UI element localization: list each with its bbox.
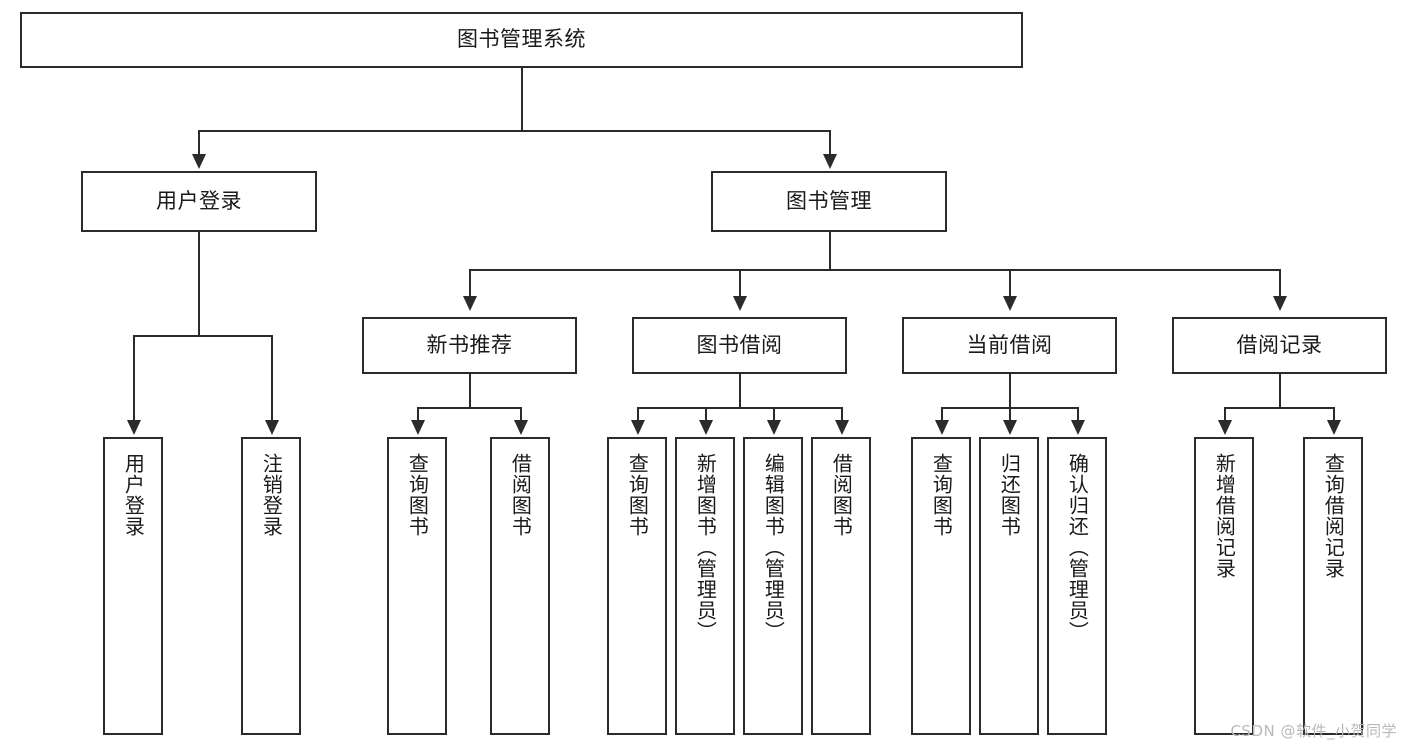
connector-level3-drop-3 — [1009, 269, 1011, 297]
node-label: 用户登录 — [156, 188, 242, 213]
node-label: 新书推荐 — [426, 332, 513, 357]
node-book-management[interactable]: 图书管理 — [711, 171, 947, 232]
leaf-borrow-book-recommend[interactable]: 借阅图书 — [490, 437, 550, 735]
csdn-watermark: CSDN @软件_小贺同学 — [1230, 722, 1397, 740]
node-label: 用户登录 — [121, 453, 146, 537]
connector-current-borrow-stem — [1009, 374, 1011, 408]
arrow-to-leaf-confirm-return — [1071, 420, 1085, 435]
node-label: 确认归还（管理员） — [1065, 453, 1090, 642]
leaf-borrow-book[interactable]: 借阅图书 — [811, 437, 871, 735]
node-label: 借阅记录 — [1236, 332, 1323, 357]
connector-borrow-record-bar — [1224, 407, 1335, 409]
arrow-to-leaf-borrow-book-1 — [514, 420, 528, 435]
connector-user-login-drop-1 — [133, 335, 135, 421]
node-label: 查询图书 — [929, 453, 954, 537]
arrow-to-current-borrow — [1003, 296, 1017, 311]
connector-current-borrow-drop-2 — [1009, 407, 1011, 422]
leaf-user-login[interactable]: 用户登录 — [103, 437, 163, 735]
arrow-to-leaf-query-book-1 — [411, 420, 425, 435]
connector-current-borrow-drop-1 — [941, 407, 943, 422]
node-label: 新增借阅记录 — [1212, 453, 1237, 579]
leaf-query-borrow-record[interactable]: 查询借阅记录 — [1303, 437, 1363, 735]
node-label: 查询图书 — [625, 453, 650, 537]
connector-level3-drop-4 — [1279, 269, 1281, 297]
node-label: 查询借阅记录 — [1321, 453, 1346, 579]
connector-book-borrow-stem — [739, 374, 741, 408]
leaf-add-borrow-record[interactable]: 新增借阅记录 — [1194, 437, 1254, 735]
node-new-book-recommend[interactable]: 新书推荐 — [362, 317, 577, 374]
connector-new-book-drop-2 — [520, 407, 522, 422]
node-label: 借阅图书 — [508, 453, 533, 537]
node-book-borrow[interactable]: 图书借阅 — [632, 317, 847, 374]
node-label: 图书管理 — [786, 188, 872, 213]
connector-book-management-stem — [829, 232, 831, 270]
leaf-logout[interactable]: 注销登录 — [241, 437, 301, 735]
connector-level2-drop-right — [829, 130, 831, 155]
connector-current-borrow-drop-3 — [1077, 407, 1079, 422]
connector-book-borrow-drop-2 — [705, 407, 707, 422]
leaf-edit-book-admin[interactable]: 编辑图书（管理员） — [743, 437, 803, 735]
arrow-to-borrow-record — [1273, 296, 1287, 311]
node-current-borrow[interactable]: 当前借阅 — [902, 317, 1117, 374]
connector-level3-bar — [469, 269, 1280, 271]
connector-level3-drop-1 — [469, 269, 471, 297]
node-label: 注销登录 — [259, 453, 284, 537]
connector-level3-drop-2 — [739, 269, 741, 297]
connector-user-login-stem — [198, 232, 200, 336]
node-label: 图书借阅 — [696, 332, 783, 357]
connector-borrow-record-stem — [1279, 374, 1281, 408]
connector-new-book-stem — [469, 374, 471, 408]
leaf-return-book[interactable]: 归还图书 — [979, 437, 1039, 735]
node-label: 图书管理系统 — [457, 27, 586, 52]
node-label: 归还图书 — [997, 453, 1022, 537]
arrow-to-leaf-add-borrow-record — [1218, 420, 1232, 435]
arrow-to-leaf-borrow-book-2 — [835, 420, 849, 435]
connector-book-borrow-drop-1 — [637, 407, 639, 422]
node-label: 编辑图书（管理员） — [761, 453, 786, 642]
connector-new-book-bar — [417, 407, 522, 409]
connector-borrow-record-drop-2 — [1333, 407, 1335, 422]
connector-book-borrow-bar — [637, 407, 843, 409]
connector-user-login-drop-2 — [271, 335, 273, 421]
node-label: 新增图书（管理员） — [693, 453, 718, 642]
leaf-query-book-borrow[interactable]: 查询图书 — [607, 437, 667, 735]
arrow-to-book-management — [823, 154, 837, 169]
node-borrow-record[interactable]: 借阅记录 — [1172, 317, 1387, 374]
node-label: 借阅图书 — [829, 453, 854, 537]
leaf-confirm-return-admin[interactable]: 确认归还（管理员） — [1047, 437, 1107, 735]
node-label: 当前借阅 — [966, 332, 1053, 357]
connector-borrow-record-drop-1 — [1224, 407, 1226, 422]
node-root-book-management-system[interactable]: 图书管理系统 — [20, 12, 1023, 68]
connector-level2-drop-left — [198, 130, 200, 155]
connector-new-book-drop-1 — [417, 407, 419, 422]
arrow-to-leaf-edit-book — [767, 420, 781, 435]
connector-book-borrow-drop-3 — [773, 407, 775, 422]
arrow-to-leaf-query-book-3 — [935, 420, 949, 435]
node-user-login[interactable]: 用户登录 — [81, 171, 317, 232]
leaf-add-book-admin[interactable]: 新增图书（管理员） — [675, 437, 735, 735]
arrow-to-user-login — [192, 154, 206, 169]
leaf-query-book-current[interactable]: 查询图书 — [911, 437, 971, 735]
arrow-to-leaf-return-book — [1003, 420, 1017, 435]
connector-root-stem — [521, 68, 523, 131]
connector-level2-bar — [198, 130, 831, 132]
connector-user-login-bar — [133, 335, 273, 337]
arrow-to-leaf-add-book — [699, 420, 713, 435]
node-label: 查询图书 — [405, 453, 430, 537]
arrow-to-leaf-query-borrow-record — [1327, 420, 1341, 435]
arrow-to-leaf-logout — [265, 420, 279, 435]
arrow-to-leaf-user-login — [127, 420, 141, 435]
arrow-to-book-borrow — [733, 296, 747, 311]
leaf-query-book-recommend[interactable]: 查询图书 — [387, 437, 447, 735]
arrow-to-new-book-recommend — [463, 296, 477, 311]
connector-book-borrow-drop-4 — [841, 407, 843, 422]
arrow-to-leaf-query-book-2 — [631, 420, 645, 435]
